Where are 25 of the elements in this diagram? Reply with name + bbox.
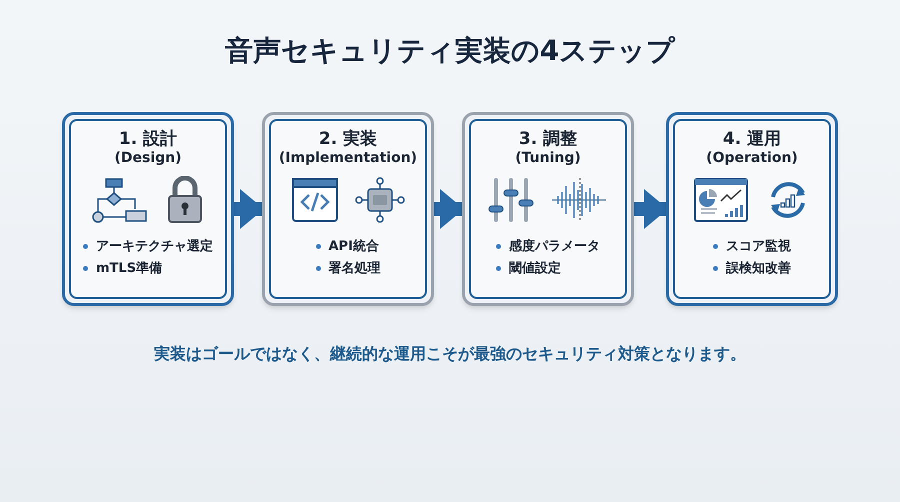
step-card bbox=[666, 112, 838, 306]
step-subtitle: (Implementation) bbox=[278, 150, 418, 168]
arrow bbox=[634, 189, 668, 229]
bullet-item: 署名処理 bbox=[328, 260, 380, 278]
bullet-item: 誤検知改善 bbox=[726, 260, 791, 278]
step-heading: 4. 運用 bbox=[722, 129, 782, 150]
step-heading: 2. 実装 bbox=[318, 129, 378, 150]
bullet-item: アーキテクチャ選定 bbox=[96, 238, 213, 256]
bullet-item: 感度パラメータ bbox=[509, 238, 600, 256]
step-card bbox=[262, 112, 434, 306]
step-heading: 1. 設計 bbox=[118, 129, 178, 150]
step-subtitle: (Operation) bbox=[706, 150, 798, 168]
arrow bbox=[234, 189, 264, 229]
step-subtitle: (Tuning) bbox=[515, 150, 581, 168]
caption: 実装はゴールではなく、継続的な運用こそが最強のセキュリティ対策となります。 bbox=[153, 343, 747, 365]
bullet-item: mTLS準備 bbox=[96, 260, 162, 278]
bullet-item: スコア監視 bbox=[726, 238, 791, 256]
bullet-item: 閾値設定 bbox=[509, 260, 561, 278]
step-card bbox=[462, 112, 634, 306]
step-heading: 3. 調整 bbox=[518, 129, 578, 150]
bullet-item: API統合 bbox=[328, 238, 379, 256]
arrow bbox=[434, 189, 464, 229]
step-subtitle: (Design) bbox=[114, 150, 182, 168]
step-card bbox=[62, 112, 234, 306]
title: 音声セキュリティ実装の4ステップ bbox=[224, 33, 676, 69]
